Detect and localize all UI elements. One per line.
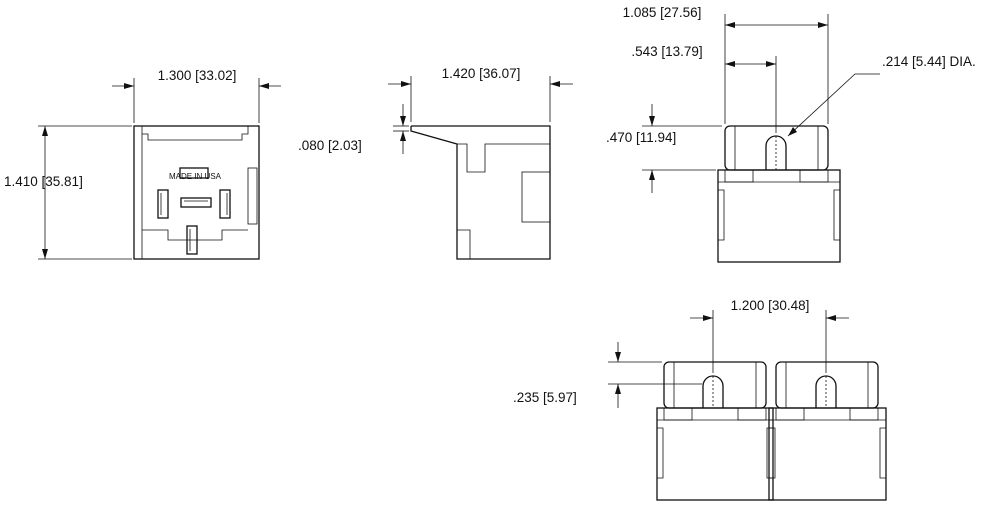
front-view: MADE IN USA <box>133 125 260 260</box>
end-body-outline <box>717 169 841 263</box>
dim-side-lip: .080 [2.03] <box>298 104 409 154</box>
dim-pair-height: .235 [5.97] <box>513 342 702 408</box>
front-height-label: 1.410 [35.81] <box>4 174 83 189</box>
end-view <box>717 125 841 263</box>
pair-spacing-label: 1.200 [30.48] <box>731 298 810 313</box>
terminal-slot-left <box>157 189 169 219</box>
front-body-outline <box>133 125 260 260</box>
end-height-label: .470 [11.94] <box>606 130 676 145</box>
pair-view-right <box>768 361 887 501</box>
made-in-usa-marking: MADE IN USA <box>169 172 222 181</box>
end-top-block <box>724 125 829 171</box>
dim-end-width: 1.085 [27.56] <box>623 5 829 124</box>
front-width-label: 1.300 [33.02] <box>158 68 237 83</box>
end-width-label: 1.085 [27.56] <box>623 5 702 20</box>
terminal-slot-right <box>219 189 231 219</box>
dim-front-height: 1.410 [35.81] <box>4 125 132 260</box>
pair-height-label: .235 [5.97] <box>513 390 577 405</box>
hole-dia-label: .214 [5.44] DIA. <box>882 54 976 69</box>
terminal-slot-bottom <box>186 225 198 255</box>
dim-end-height: .470 [11.94] <box>606 104 722 193</box>
side-view <box>410 125 551 260</box>
side-lip-label: .080 [2.03] <box>298 138 362 153</box>
dim-side-width: 1.420 [36.07] <box>388 66 573 122</box>
dim-hole-offset: .543 [13.79] <box>631 44 777 133</box>
pair-view-left <box>656 361 774 501</box>
dim-front-width: 1.300 [33.02] <box>112 68 281 123</box>
dim-hole-dia: .214 [5.44] DIA. <box>787 54 976 137</box>
dim-pair-spacing: 1.200 [30.48] <box>690 298 849 373</box>
side-body-outline <box>410 125 551 260</box>
terminal-slot-center <box>180 197 212 208</box>
hole-offset-label: .543 [13.79] <box>631 44 702 59</box>
terminal-slot-top <box>179 167 209 179</box>
side-width-label: 1.420 [36.07] <box>442 66 521 81</box>
